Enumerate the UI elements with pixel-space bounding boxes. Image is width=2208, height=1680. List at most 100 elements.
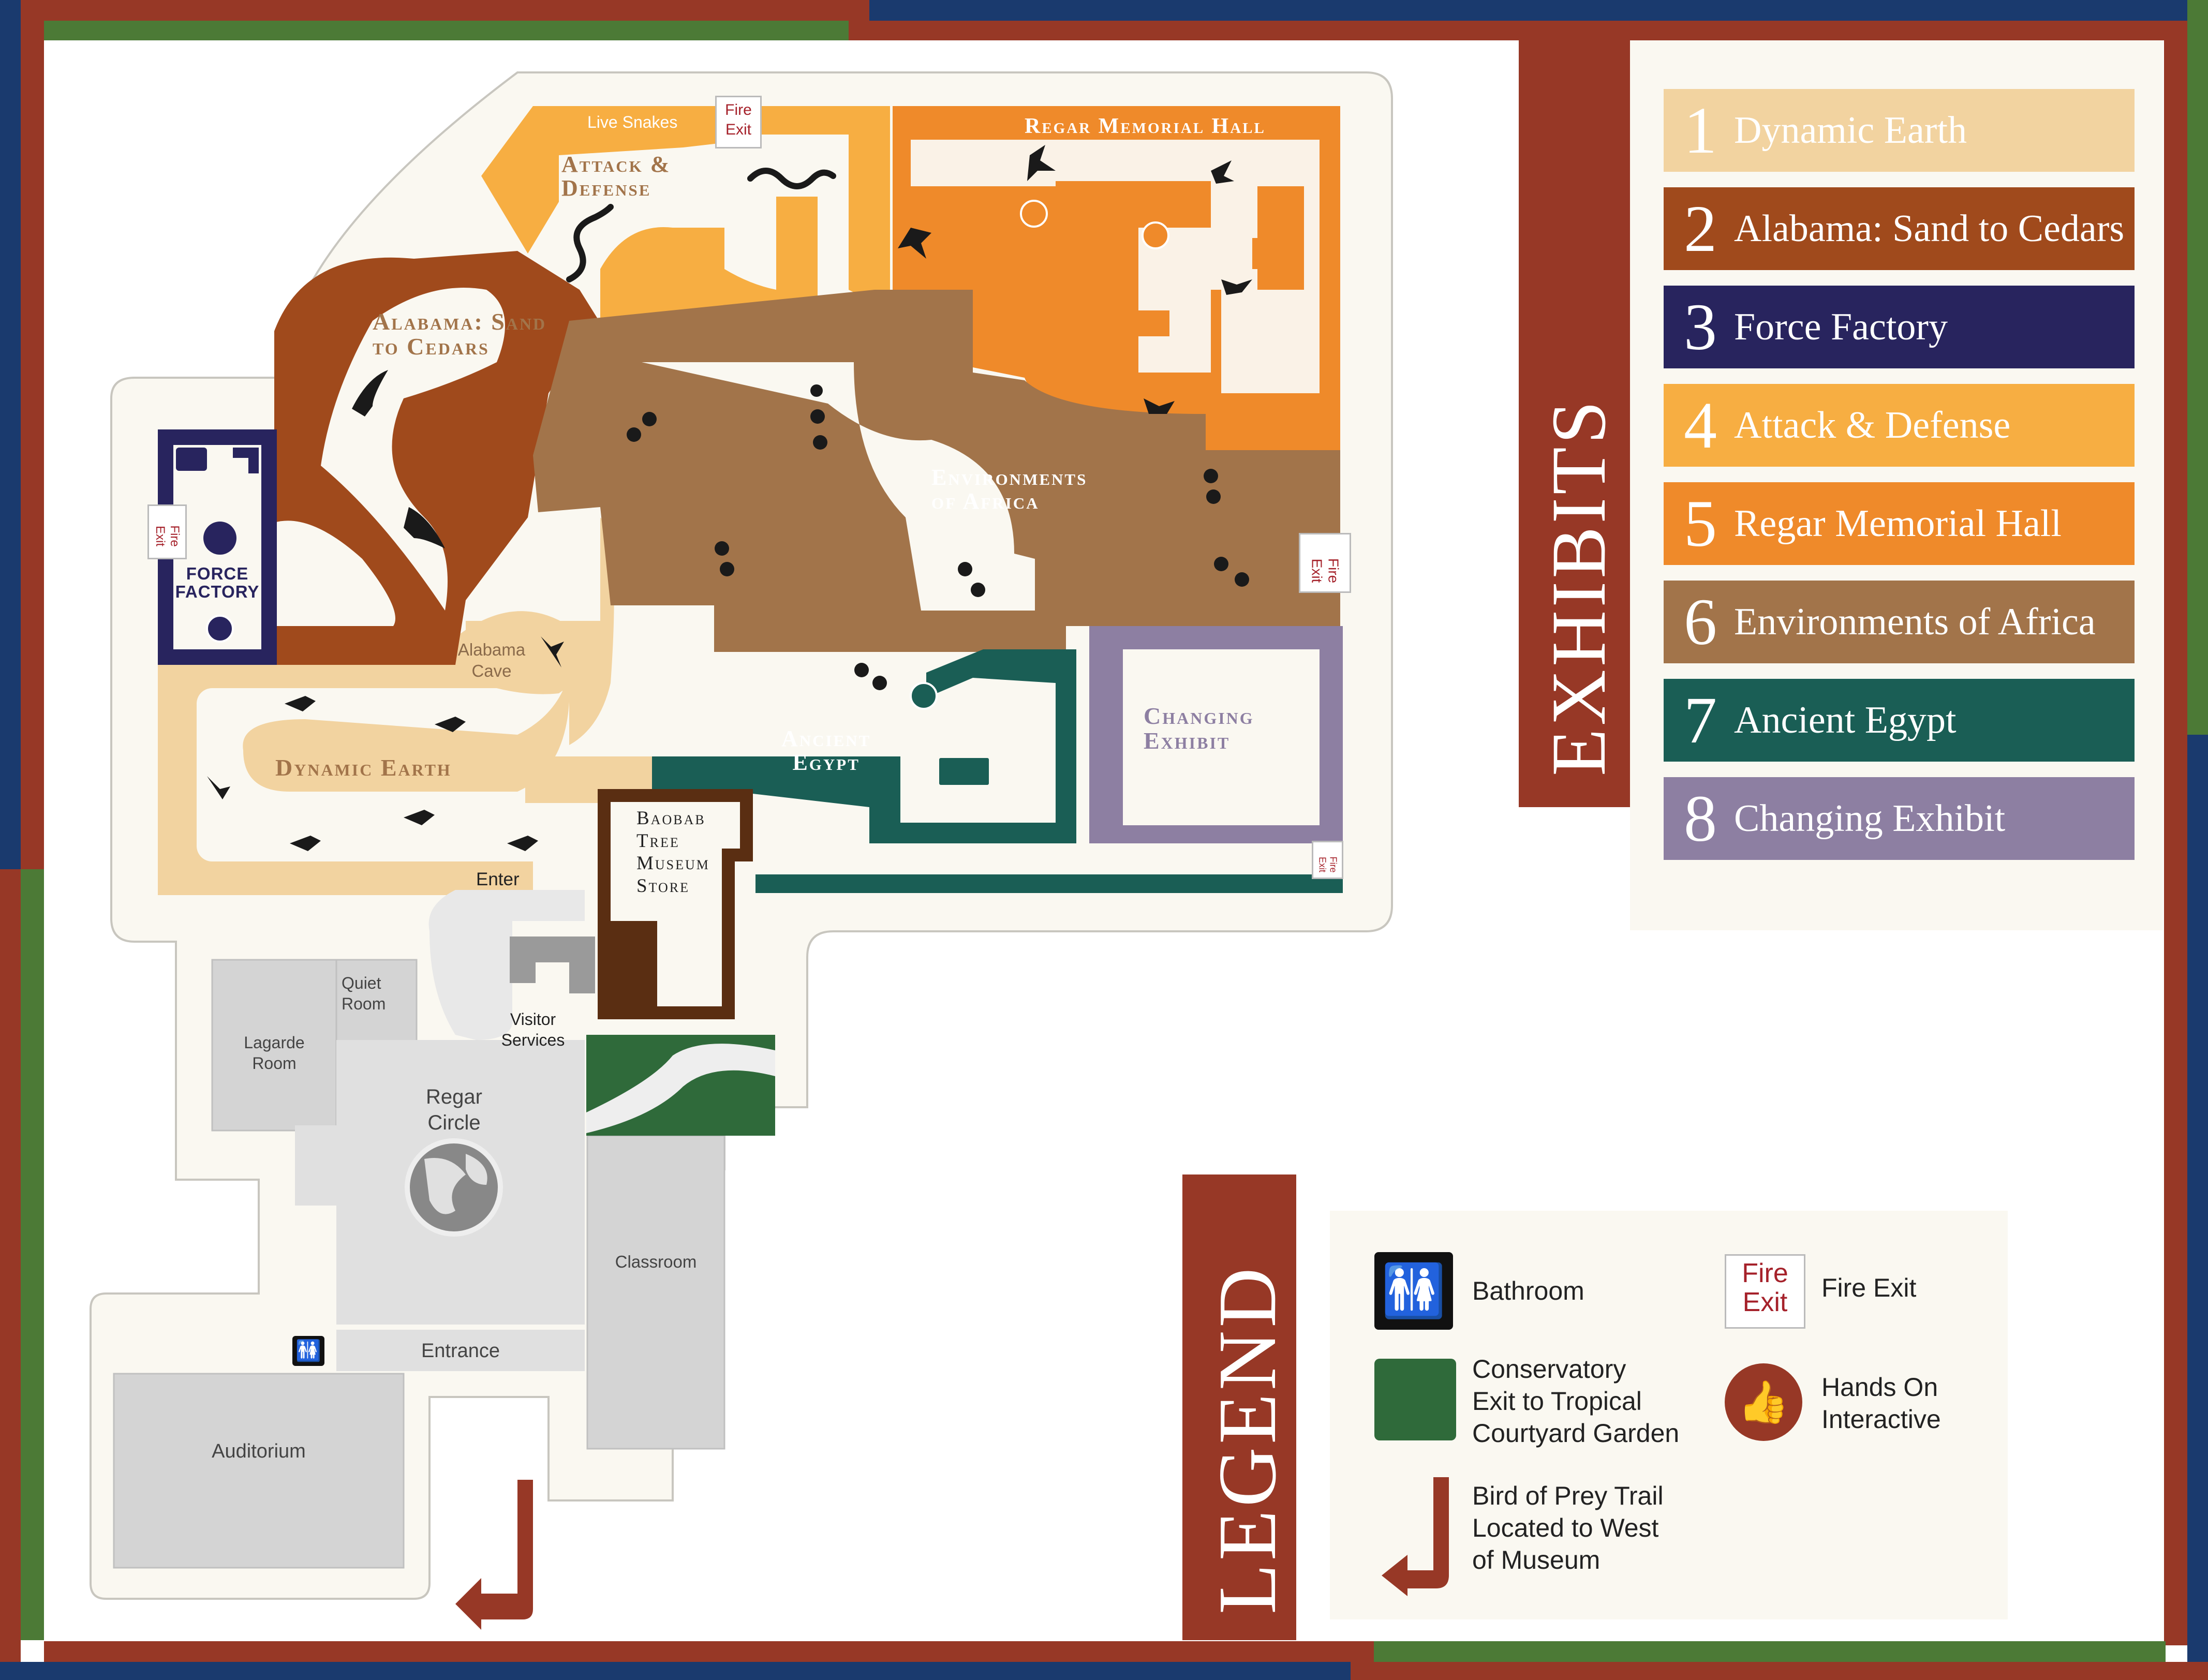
attack-defense-label: Attack & Defense [561,152,671,200]
exhibit-number: 7 [1684,683,1717,757]
sarcophagus [936,755,992,788]
animal-tracks-icon [627,384,1249,690]
frame-left-rust [0,869,21,1680]
exhibit-item-5: 5 Regar Memorial Hall [1664,482,2135,565]
changing-exhibit-label-line-2: Exhibit [1144,727,1231,754]
exhibit-name: Regar Memorial Hall [1734,502,2062,545]
auditorium-label: Auditorium [212,1440,306,1462]
bird-trail-arrow-icon [455,1480,533,1630]
visitor-services-label-line-1: Visitor [510,1010,556,1029]
egypt-corridor [755,874,1343,893]
alabama-cave [450,611,577,694]
frame-top-rust-2 [849,21,2173,40]
entrance-area [336,1330,585,1371]
legend-box: 🚻 Bathroom Fire Exit Fire Exit Conservat… [1330,1211,2008,1619]
frame-top-green [21,21,849,40]
classroom-label: Classroom [615,1252,697,1271]
egypt-label-line-1: Ancient [781,726,871,751]
baobab-label: Baobab Tree Museum Store [636,807,710,898]
lagarde-room-label-line-1: Lagarde [244,1033,305,1052]
auditorium-area [113,1373,405,1569]
lagarde-room-label-line-2: Room [252,1054,297,1073]
alabama-label-line-2: to Cedars [373,333,490,360]
exhibit-name: Environments of Africa [1734,600,2096,643]
legend-bird-trail-line-1: Bird of Prey Trail [1472,1481,1664,1510]
quiet-room-area [333,959,418,1044]
enter-label: Enter [476,869,520,889]
fire-exit-badge-top: Fire Exit [715,96,762,148]
frame-top-rust [0,0,869,21]
legend-bird-trail-line-2: Located to West [1472,1513,1659,1542]
regar-hall-maze [911,140,1320,393]
legend-fire-badge-line-1: Fire [1742,1258,1788,1288]
exhibit-number: 3 [1684,290,1717,364]
africa-label: Environments of Africa [931,465,1087,514]
frame-bottom-green [1374,1641,2166,1662]
exhibit-name: Changing Exhibit [1734,797,2006,840]
fire-exit-top-line-1: Fire [725,101,752,118]
alabama-cave-label-line-2: Cave [471,661,512,681]
legend-bird-trail-icon [1382,1477,1449,1596]
fire-exit-right-line-1: Fire [1325,558,1342,584]
fire-exit-bottom-line-2: Exit [1317,856,1328,872]
dynamic-earth-center-blob [243,673,570,792]
fire-exit-badge-bottom: Fire Exit [1312,841,1343,879]
fire-exit-left-line-1: Fire [168,525,182,547]
alabama-cave-label-line-1: Alabama [457,640,526,659]
exhibit-name: Dynamic Earth [1734,109,1967,152]
entrance-label: Entrance [421,1340,500,1362]
fire-exit-badge-right: Fire Exit [1299,533,1351,593]
frame-bottom-rust [44,1641,1374,1662]
quiet-room-label-line-2: Room [342,994,386,1013]
force-factory-label-line-1: FORCE [186,564,249,583]
force-factory-badge-2 [233,448,259,473]
legend-fire-exit-label: Fire Exit [1821,1273,1917,1302]
exhibit-item-1: 1 Dynamic Earth [1664,89,2135,172]
regar-hall-label: Regar Memorial Hall [1025,114,1266,138]
legend-conservatory-line-1: Conservatory [1472,1355,1626,1384]
attack-defense-label-line-1: Attack & [561,152,671,177]
baobab-store-inner [611,802,740,1006]
africa-pillar-1 [673,404,714,517]
legend-bathroom-icon: 🚻 [1374,1252,1453,1330]
quiet-room-label: Quiet Room [342,973,386,1014]
baobab-label-line-1: Baobab [636,808,706,829]
baobab-label-line-4: Store [636,875,690,897]
fire-exit-bottom-line-1: Fire [1328,856,1339,873]
exhibit-item-3: 3 Force Factory [1664,286,2135,368]
visitor-services-label-line-2: Services [501,1031,565,1049]
changing-exhibit-label-line-1: Changing [1144,703,1254,729]
egypt-label-line-2: Egypt [792,750,860,776]
legend-tab [1182,1174,1296,1640]
exhibit-number: 1 [1684,93,1717,167]
exhibit-number: 6 [1684,585,1717,659]
exhibit-number: 5 [1684,486,1717,560]
conservatory-stream [586,1044,775,1133]
frame-left-rust-2 [21,21,44,869]
regar-circle-label: Regar Circle [404,1084,505,1136]
fire-exit-right-text: Fire Exit [1309,546,1342,596]
africa-label-line-2: of Africa [931,488,1040,514]
frame-right-green [2187,0,2208,735]
frame-right-rust [2164,21,2187,766]
exhibit-number: 8 [1684,781,1717,855]
changing-exhibit-inner [1123,649,1320,825]
exhibit-name: Force Factory [1734,305,1948,348]
legend-hands-on-line-1: Hands On [1821,1373,1938,1402]
legend-hands-on-label: Hands On Interactive [1821,1371,1941,1435]
live-snakes-label: Live Snakes [587,113,678,131]
dynamic-earth-label: Dynamic Earth [275,754,452,781]
force-factory-badge-1 [176,448,207,471]
globe-icon [405,1138,503,1237]
force-factory-label-line-2: FACTORY [175,582,260,601]
regar-hall-block-2 [1128,310,1169,336]
alabama-inner-path [321,288,505,611]
legend-conservatory-line-3: Courtyard Garden [1472,1419,1680,1448]
frame-left-green [21,869,44,1640]
exhibit-item-6: 6 Environments of Africa [1664,581,2135,663]
frame-left-navy [0,0,21,869]
